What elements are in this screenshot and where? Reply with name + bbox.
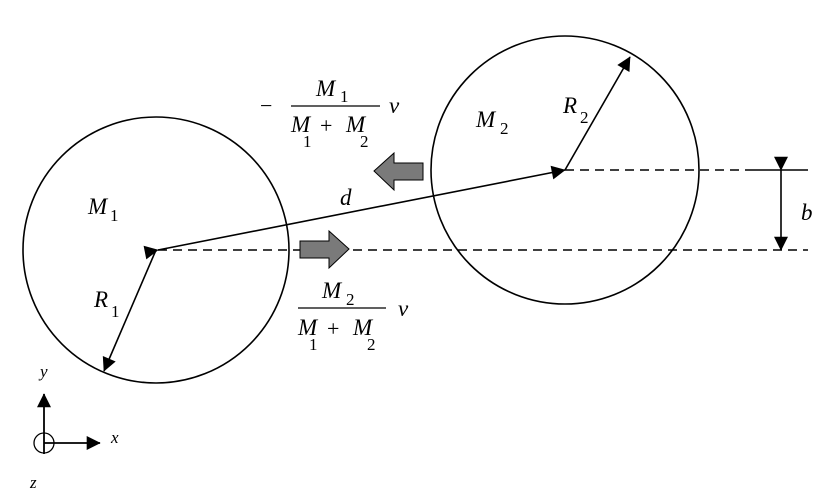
lower-denominator-m1: M [297,315,319,340]
radius-1-subscript: 1 [111,302,120,321]
lower-denominator-m2: M [352,315,374,340]
x-axis-label: x [110,428,119,447]
y-axis-label: y [38,362,48,381]
upper-denominator-plus: + [320,113,332,138]
impact-parameter-label: b [801,200,813,225]
velocity-arrow-right [299,229,350,270]
upper-denominator-sub1: 1 [303,132,312,151]
upper-numerator-m: M [315,76,337,101]
velocity-arrow-left [373,151,424,192]
radius-1-vector [102,249,157,372]
upper-numerator-sub: 1 [340,87,349,106]
z-axis-label: z [29,473,37,492]
lower-denominator-sub2: 2 [367,335,376,354]
mass-2-label: M [475,107,497,132]
upper-denominator-m2: M [345,112,367,137]
radius-1-label: R [93,287,108,312]
mass-1-label: M [87,194,109,219]
separation-vector [143,165,566,260]
separation-label: d [340,185,352,210]
radius-2-subscript: 2 [580,108,589,127]
radius-2-vector [564,56,631,171]
radius-2-label: R [562,93,577,118]
lower-velocity-v: v [398,296,409,321]
mass-2-subscript: 2 [500,119,509,138]
lower-denominator-sub1: 1 [309,335,318,354]
lower-denominator-plus: + [327,316,339,341]
mass-1-subscript: 1 [110,206,119,225]
lower-numerator-sub: 2 [346,290,355,309]
lower-numerator-m: M [321,278,343,303]
upper-denominator-sub2: 2 [360,132,369,151]
upper-minus-sign: − [260,93,272,118]
upper-velocity-v: v [389,93,400,118]
upper-denominator-m1: M [290,112,312,137]
